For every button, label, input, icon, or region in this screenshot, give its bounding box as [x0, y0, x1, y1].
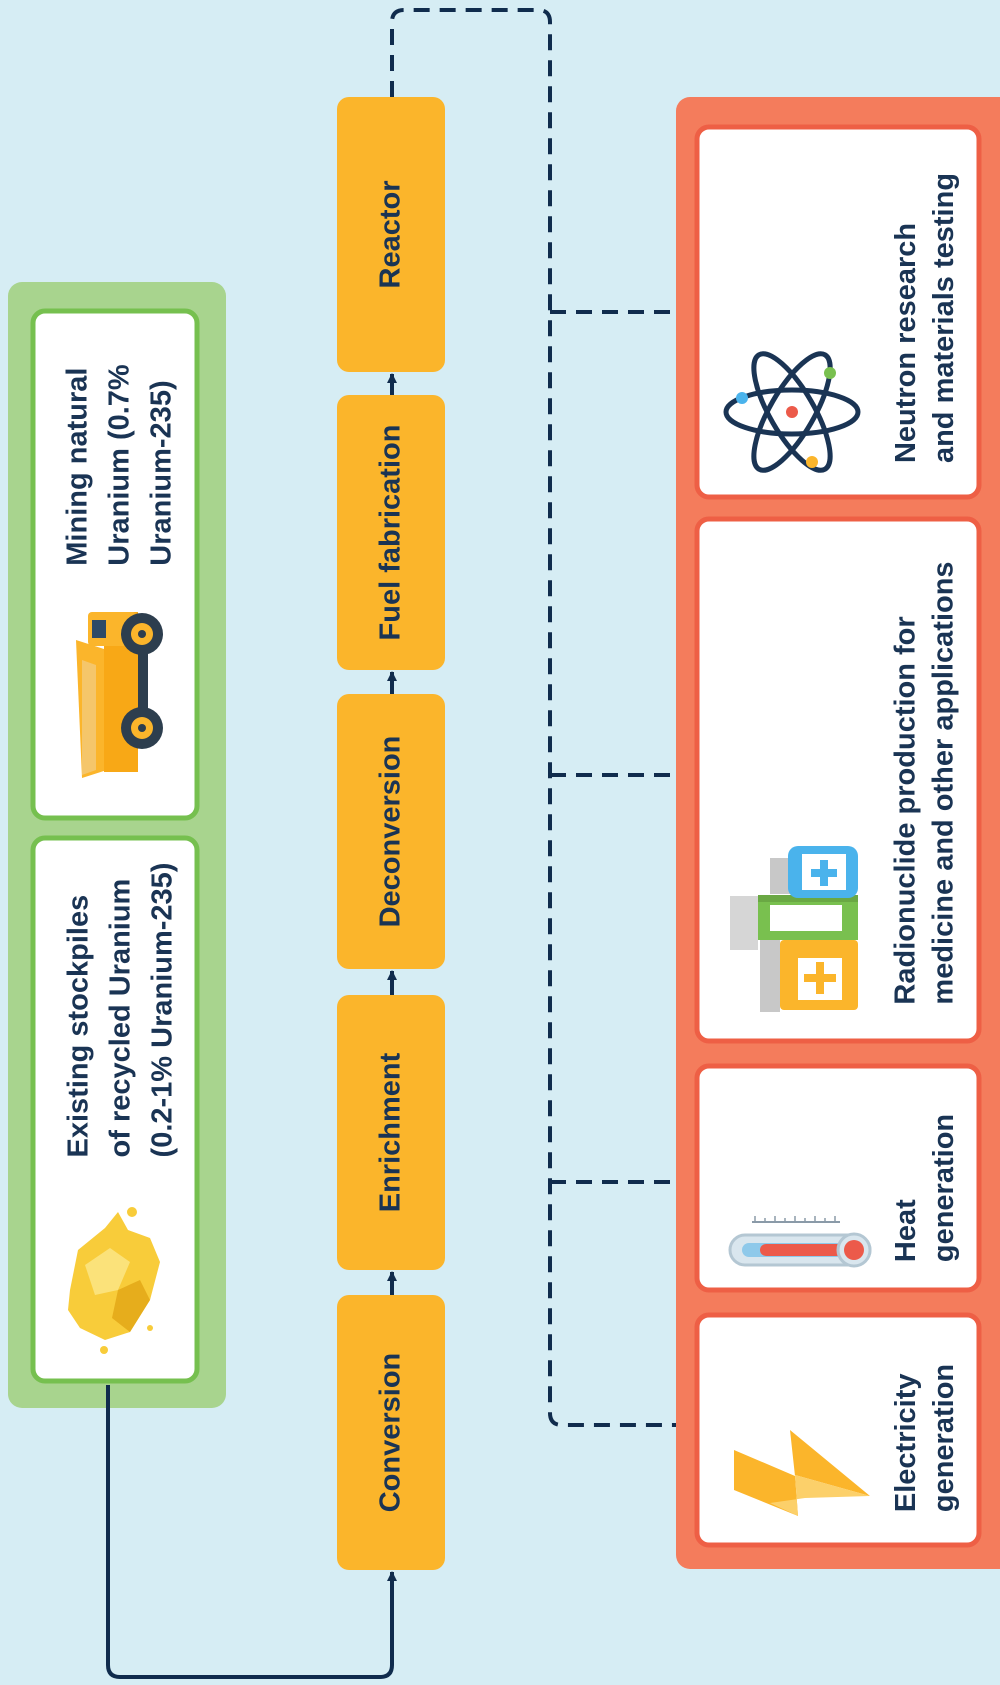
- atom-electron-icon: [736, 392, 748, 404]
- radionuclide-label: Radionuclide production for medicine and…: [880, 545, 970, 1020]
- mining-label-line3: Uranium-235): [146, 380, 179, 566]
- heat-label-line2: generation: [928, 1113, 960, 1262]
- mining-label-line1: Mining natural: [62, 367, 95, 566]
- mining-label-line2: Uranium (0.7%: [104, 364, 137, 566]
- atom-icon: [723, 351, 861, 473]
- step-box-deconversion: [337, 694, 445, 969]
- dump-truck-icon: [76, 612, 163, 778]
- step-label-fuel-fabrication: Fuel fabrication: [374, 424, 407, 641]
- stockpiles-label: Existing stockpiles of recycled Uranium …: [50, 860, 190, 1160]
- neutron-label: Neutron research and materials testing: [880, 160, 970, 475]
- stockpiles-label-line2: of recycled Uranium: [104, 878, 136, 1158]
- stockpiles-label-line1: Existing stockpiles: [62, 894, 94, 1158]
- step-label-enrichment: Enrichment: [374, 1052, 407, 1213]
- stockpiles-label-line3: (0.2-1% Uranium-235): [146, 862, 178, 1158]
- step-box-enrichment: [337, 995, 445, 1270]
- source-to-conversion-connector: [106, 1385, 397, 1679]
- step-box-fuel-fabrication: [337, 395, 445, 670]
- step-box-conversion: [337, 1295, 445, 1570]
- lightning-bolt-icon: [734, 1430, 870, 1516]
- mining-label: Mining natural Uranium (0.7% Uranium-235…: [50, 340, 190, 590]
- stockpiles-card: [30, 835, 200, 1384]
- atom-nucleus-icon: [786, 406, 798, 418]
- medicine-bottles-icon: [730, 846, 858, 1012]
- step-label-deconversion: Deconversion: [374, 735, 407, 928]
- radionuclide-label-line1: Radionuclide production for: [890, 615, 922, 1005]
- neutron-label-line2: and materials testing: [928, 172, 960, 463]
- neutron-card: [694, 124, 982, 500]
- thermometer-icon: [728, 1216, 872, 1268]
- step-box-reactor: [337, 97, 445, 372]
- neutron-label-line1: Neutron research: [890, 222, 922, 463]
- step-label-reactor: Reactor: [374, 180, 407, 289]
- radionuclide-label-line2: medicine and other applications: [928, 560, 960, 1005]
- atom-electron-icon: [806, 456, 818, 468]
- mining-card: [30, 308, 200, 821]
- heat-label-line1: Heat: [890, 1198, 922, 1262]
- atom-electron-icon: [824, 367, 836, 379]
- electricity-label-line2: generation: [928, 1363, 960, 1512]
- step-label-conversion: Conversion: [374, 1352, 407, 1513]
- electricity-label: Electricity generation: [880, 1345, 970, 1530]
- uranium-ore-icon: [68, 1207, 160, 1354]
- heat-label: Heat generation: [880, 1100, 970, 1275]
- reactor-output-connector: [390, 8, 696, 1430]
- electricity-label-line1: Electricity: [890, 1372, 922, 1512]
